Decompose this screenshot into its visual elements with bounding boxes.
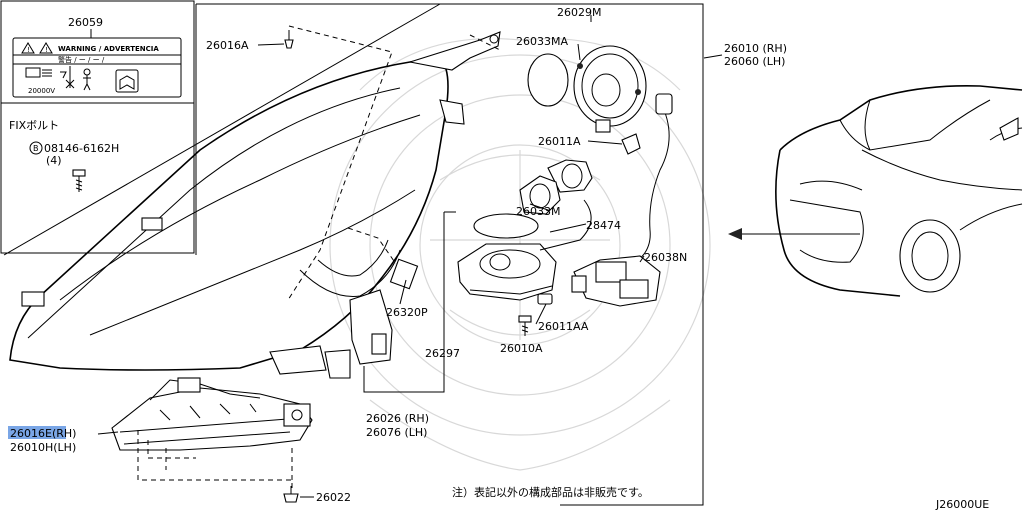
label-28474[interactable]: 28474 [586, 219, 621, 232]
svg-text:B: B [33, 144, 39, 153]
warning-subtitle: 警告 / ー / ー / [58, 55, 105, 64]
clip-26016A [284, 30, 294, 49]
label-26076-lh[interactable]: 26076 (LH) [366, 426, 427, 439]
label-26022[interactable]: 26022 [316, 491, 351, 504]
label-26010H-lh[interactable]: 26010H(LH) [10, 441, 76, 454]
screw-26010A [518, 315, 532, 336]
bulb-26011A [547, 133, 641, 193]
diagram-frame [196, 3, 704, 506]
footnote: 注）表記以外の構成部品は非販売です。 [452, 485, 649, 499]
inset-boxes: ! ! WARNING / ADVERTENCIA 警告 / ー / ー / 2… [0, 0, 195, 254]
housing-clip [439, 99, 465, 125]
warning-triangle-icon-2 [39, 42, 53, 54]
person-head-icon [83, 68, 91, 76]
warning-triangle-icon [21, 42, 35, 54]
label-26010-rh[interactable]: 26010 (RH) [724, 42, 787, 55]
headlamp-icon [25, 67, 41, 78]
label-26011AA[interactable]: 26011AA [538, 320, 589, 333]
headlamp-housing [9, 31, 501, 379]
housing-lower-tab [269, 345, 327, 375]
label-26320P[interactable]: 26320P [386, 306, 428, 319]
label-26010A[interactable]: 26010A [500, 342, 543, 355]
mounting-bracket-top [409, 31, 501, 71]
cover-gasket-26033MA [527, 53, 569, 107]
bulb-26011AA [537, 293, 553, 305]
label-26059: 26059 [68, 16, 103, 29]
vehicle-location-illustration [728, 84, 1023, 297]
label-26033M[interactable]: 26033M [516, 205, 560, 218]
dashed-leaders [137, 25, 501, 490]
bolt-standard-icon [29, 141, 43, 155]
warning-voltage: 20000V [28, 87, 55, 95]
warning-label [12, 37, 182, 98]
label-26297[interactable]: 26297 [425, 347, 460, 360]
label-26026-rh[interactable]: 26026 (RH) [366, 412, 429, 425]
harness-26038N [539, 93, 673, 307]
location-arrow-icon [728, 228, 742, 240]
side-lamp-26016E [111, 377, 313, 451]
svg-text:!: ! [45, 46, 48, 54]
hid-unit [457, 175, 561, 301]
watermark-emblem [329, 37, 711, 471]
label-fix-bolt: FIXボルト [9, 119, 59, 132]
gasket-26033M [473, 213, 539, 239]
label-bolt-number: 08146-6162H [44, 142, 119, 155]
label-bolt-qty: (4) [46, 154, 62, 167]
label-26029M[interactable]: 26029M [557, 6, 601, 19]
warning-title: WARNING / ADVERTENCIA [58, 45, 159, 53]
label-26011A[interactable]: 26011A [538, 135, 581, 148]
connector-26320P [389, 258, 419, 290]
diagram-id: J26000UE [935, 498, 989, 511]
label-26016A[interactable]: 26016A [206, 39, 249, 52]
bolt-icon [72, 169, 86, 192]
label-26016E-rh[interactable]: 26016E(RH) [10, 427, 76, 440]
label-26038N[interactable]: 26038N [644, 251, 687, 264]
label-26060-lh[interactable]: 26060 (LH) [724, 55, 785, 68]
housing-tab-left [21, 291, 45, 307]
svg-text:!: ! [27, 46, 30, 54]
high-voltage-person-icon [60, 66, 75, 89]
leader-lines [97, 15, 723, 498]
highlight-26016E [8, 426, 66, 439]
manual-book-icon [115, 69, 139, 93]
bulb-cover-26029M [527, 45, 647, 133]
label-26033MA[interactable]: 26033MA [516, 35, 568, 48]
clip-26022 [283, 486, 299, 503]
ballast-unit [457, 243, 557, 301]
housing-tab-top [141, 217, 163, 231]
